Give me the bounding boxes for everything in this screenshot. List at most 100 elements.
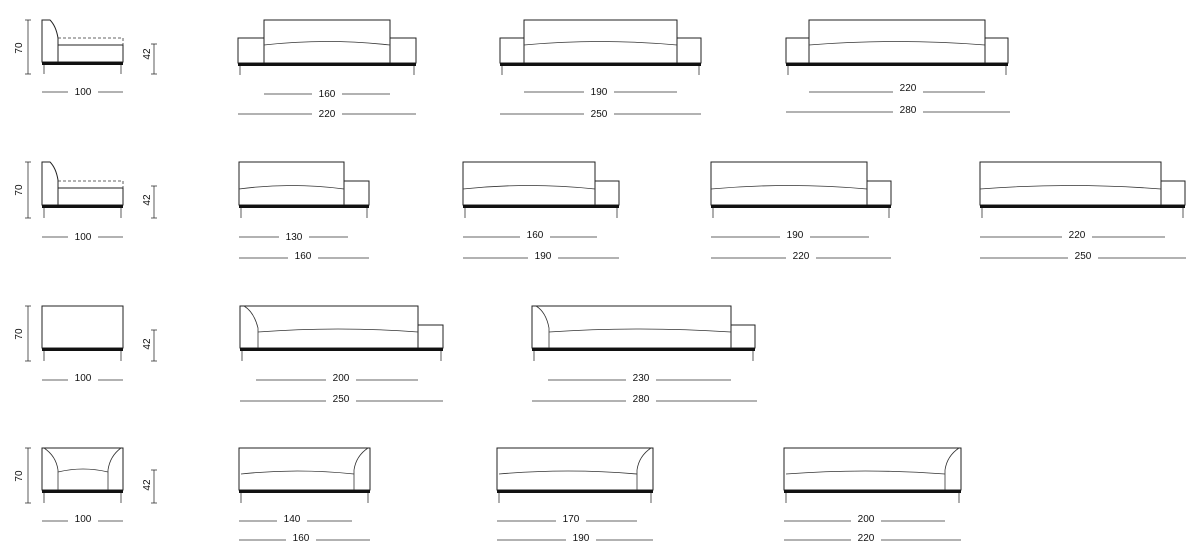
outer-width-label: 220 — [858, 533, 875, 544]
side-view-row-4: 70 42 100 — [14, 447, 157, 526]
body — [496, 447, 654, 491]
sofa-right-arm-190-220: 190 220 — [710, 161, 892, 263]
seat-cushion — [785, 470, 946, 475]
inner-width-label: 200 — [333, 373, 350, 384]
row-2: 70 42 100 130 160 — [14, 161, 1186, 263]
seat-cushion — [710, 185, 868, 190]
backrest — [238, 161, 345, 206]
seat-cushion — [263, 41, 391, 46]
seat-cushion — [498, 470, 638, 475]
side-cushion — [57, 468, 109, 473]
height-label: 70 — [14, 470, 25, 482]
inner-width-label: 220 — [900, 83, 917, 94]
base — [980, 205, 1185, 208]
inner-width-label: 190 — [787, 230, 804, 241]
side-base — [42, 490, 123, 493]
left-arm — [237, 37, 265, 64]
depth-label: 100 — [75, 514, 92, 525]
side-arm-panel — [41, 305, 124, 349]
base — [784, 490, 961, 493]
sofa-right-arm-160-190: 160 190 — [462, 161, 620, 263]
outer-width-label: 160 — [293, 533, 310, 544]
sofa-right-arm-220-250: 220 250 — [979, 161, 1186, 263]
outer-width-label: 190 — [535, 251, 552, 262]
base — [532, 348, 755, 351]
sofa-corner-200-220: 200 220 — [783, 447, 962, 544]
sofa-front-190-250: 190 250 — [499, 19, 702, 120]
seat-cushion — [548, 328, 732, 333]
height-label: 70 — [14, 328, 25, 340]
side-base — [42, 348, 123, 351]
right-curved-end — [353, 447, 369, 490]
side-right-curve — [107, 447, 122, 490]
right-arm — [389, 37, 417, 64]
base — [240, 348, 443, 351]
base — [463, 205, 619, 208]
base — [497, 490, 653, 493]
inner-width-label: 230 — [633, 373, 650, 384]
seat-height-label: 42 — [142, 338, 153, 350]
inner-width-label: 190 — [591, 87, 608, 98]
seat-cushion — [979, 185, 1162, 190]
backrest — [710, 161, 868, 206]
outer-width-label: 250 — [591, 109, 608, 120]
base — [500, 63, 701, 66]
sofa-front-220-280: 220 280 — [785, 19, 1010, 116]
right-arm — [1160, 180, 1186, 206]
side-seat — [58, 187, 124, 206]
seat-height-label: 42 — [142, 479, 153, 491]
seat-cushion — [523, 41, 678, 46]
inner-width-label: 140 — [284, 514, 301, 525]
backrest — [979, 161, 1162, 206]
left-arm — [785, 37, 810, 64]
side-base — [42, 62, 123, 65]
depth-label: 100 — [75, 87, 92, 98]
base — [711, 205, 891, 208]
inner-width-label: 220 — [1069, 230, 1086, 241]
depth-label: 100 — [75, 232, 92, 243]
backrest — [462, 161, 596, 206]
side-base — [42, 205, 123, 208]
sofa-corner-170-190: 170 190 — [496, 447, 654, 544]
outer-width-label: 190 — [573, 533, 590, 544]
seat-cushion — [462, 185, 596, 190]
body — [783, 447, 962, 491]
side-left-curve — [43, 447, 59, 490]
right-arm — [417, 324, 444, 349]
side-view-row-3: 70 42 100 — [14, 305, 157, 385]
side-back — [41, 19, 59, 63]
seat-height-label: 42 — [142, 194, 153, 206]
height-label: 70 — [14, 42, 25, 54]
right-arm — [866, 180, 892, 206]
inner-width-label: 170 — [563, 514, 580, 525]
side-back — [41, 161, 59, 206]
seat-height-label: 42 — [142, 48, 153, 60]
height-label: 70 — [14, 184, 25, 196]
sofa-front-160-220: 160 220 — [237, 19, 417, 120]
depth-label: 100 — [75, 373, 92, 384]
body — [238, 447, 371, 491]
right-arm — [730, 324, 756, 349]
inner-width-label: 200 — [858, 514, 875, 525]
outer-width-label: 220 — [793, 251, 810, 262]
right-arm — [676, 37, 702, 64]
row-3: 70 42 100 200 250 — [14, 305, 757, 406]
inner-width-label: 130 — [286, 232, 303, 243]
left-curved-end — [535, 305, 550, 348]
outer-width-label: 160 — [295, 251, 312, 262]
left-arm — [499, 37, 525, 64]
inner-width-label: 160 — [527, 230, 544, 241]
seat-cushion — [257, 328, 419, 333]
base — [239, 205, 369, 208]
outer-width-label: 280 — [900, 105, 917, 116]
sofa-corner-140-160: 140 160 — [238, 447, 371, 544]
sofa-chaise-230-280: 230 280 — [531, 305, 757, 406]
side-view-row-2: 70 42 100 — [14, 161, 157, 243]
right-curved-end — [944, 447, 960, 490]
side-cushion-outline — [58, 37, 124, 45]
base — [238, 63, 416, 66]
backrest — [239, 305, 419, 349]
right-curved-end — [636, 447, 652, 490]
outer-width-label: 250 — [333, 394, 350, 405]
